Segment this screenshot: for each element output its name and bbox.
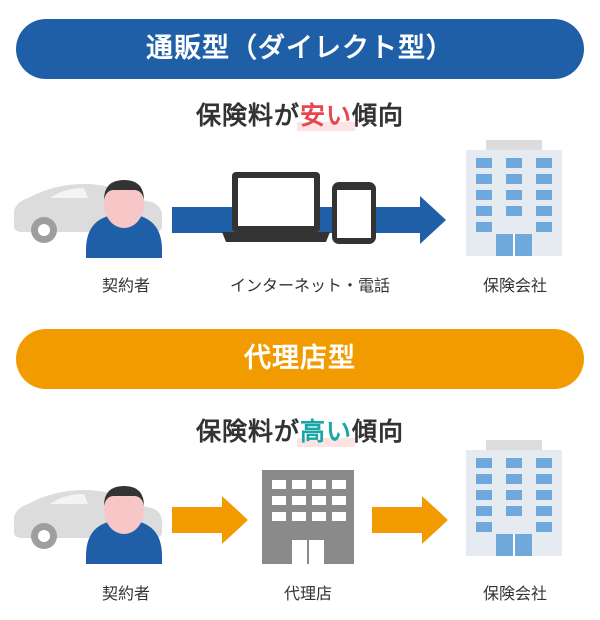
agency-type-banner: 代理店型 bbox=[16, 329, 584, 389]
agency-shop-icon bbox=[262, 470, 354, 564]
contractor-label: 契約者 bbox=[101, 584, 150, 603]
channel-label: インターネット・電話 bbox=[229, 276, 390, 295]
insurer-label: 保険会社 bbox=[482, 584, 547, 603]
arrow-right-icon bbox=[172, 496, 248, 544]
contractor-label: 契約者 bbox=[101, 276, 150, 295]
arrow-right-icon bbox=[372, 496, 448, 544]
direct-type-banner: 通販型（ダイレクト型） bbox=[16, 19, 584, 79]
agency-headline: 保険料が高い傾向 bbox=[0, 412, 600, 448]
office-building-icon bbox=[466, 140, 562, 256]
insurer-label: 保険会社 bbox=[482, 276, 547, 295]
headline-highlight: 高い bbox=[296, 412, 355, 448]
headline-prefix: 保険料が bbox=[195, 101, 300, 130]
agency-label: 代理店 bbox=[283, 584, 332, 603]
office-building-icon bbox=[466, 440, 562, 556]
headline-prefix: 保険料が bbox=[195, 417, 300, 446]
headline-highlight: 安い bbox=[296, 96, 355, 132]
laptop-icon bbox=[222, 172, 330, 242]
direct-headline: 保険料が安い傾向 bbox=[0, 96, 600, 132]
headline-suffix: 傾向 bbox=[352, 417, 405, 446]
headline-suffix: 傾向 bbox=[352, 101, 405, 130]
smartphone-icon bbox=[332, 182, 376, 244]
